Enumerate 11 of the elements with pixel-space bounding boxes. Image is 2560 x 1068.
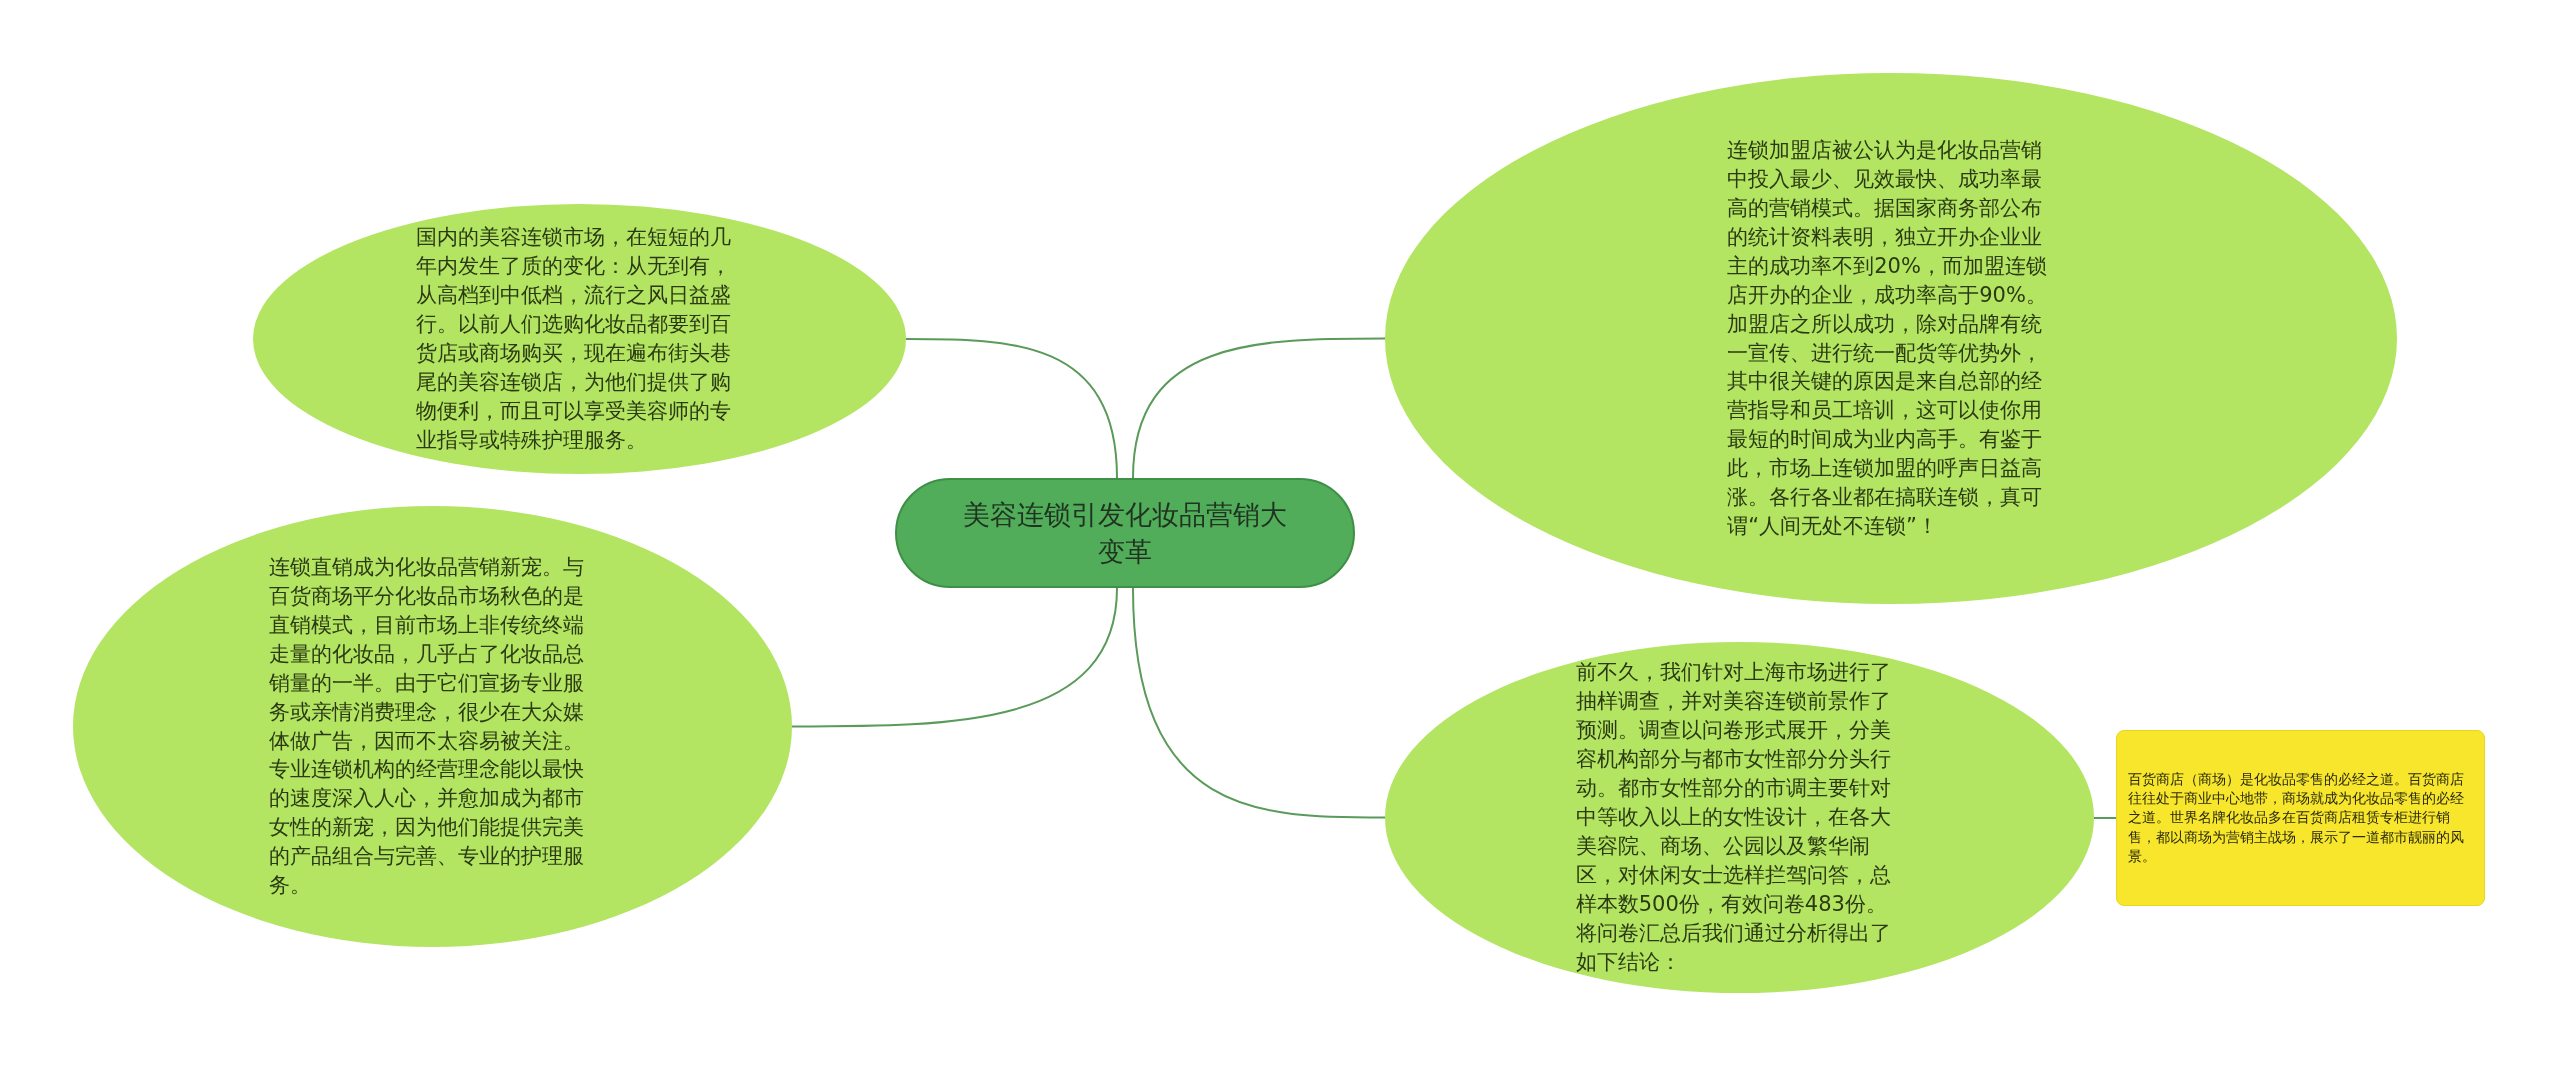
connector-line [791,587,1118,728]
topic-text: 前不久，我们针对上海市场进行了抽样调查，并对美容连锁前景作了预测。调查以问卷形式展开，分美容机构部分与都市女性部分分头行动。都市女性部分的市调主要针对中等收入以上的女性设计，在各大美容院、商场、公园以及繁华闹区，对休闲女士选样拦驾问答，总样本数500份，有效问卷483份。将问卷汇总后我们通过分析得出了如下结论： [1575,659,1892,976]
topic-text: 美容连锁引发化妆品营销大变革 [962,497,1288,569]
note-card [2116,730,2485,906]
connector-line [905,338,1118,479]
connector-line [1132,587,1386,819]
connector-line [1132,337,1386,479]
topic-text: 百货商店（商场）是化妆品零售的必经之道。百货商店往往处于商业中心地带，商场就成为化妆品零售的必经之道。世界名牌化妆品多在百货商店租赁专柜进行销售，都以商场为营销主战场，展示了一道都市靓丽的风景。 [2128,769,2466,866]
topic-text: 连锁加盟店被公认为是化妆品营销中投入最少、见效最快、成功率最高的营销模式。据国家商务部公布的统计资料表明，独立开办企业业主的成功率不到20%，而加盟连锁店开办的企业，成功率高于90%。加盟店之所以成功，除对品牌有统一宣传、进行统一配货等优势外，其中很关键的原因是来自总部的经营指导和员工培训，这可以使你用最短的时间成为业内高手。有鉴于此，市场上连锁加盟的呼声日益高涨。各行各业都在搞联连锁，真可谓“人间无处不连锁”！ [1727,136,2048,541]
topic-text: 国内的美容连锁市场，在短短的几年内发生了质的变化：从无到有，从高档到中低档，流行之风日益盛行。以前人们选购化妆品都要到百货店或商场购买，现在遍布街头巷尾的美容连锁店，为他们提供了购物便利，而且可以享受美容师的专业指导或特殊护理服务。 [415,224,732,454]
topic-text: 连锁直销成为化妆品营销新宠。与百货商场平分化妆品市场秋色的是直销模式，目前市场上非传统终端走量的化妆品，几乎占了化妆品总销量的一半。由于它们宣扬专业服务或亲情消费理念，很少在大众媒体做广告，因而不太容易被关注。专业连锁机构的经营理念能以最快的速度深入人心，并愈加成为都市女性的新宠，因为他们能提供完美的产品组合与完善、专业的护理服务。 [268,553,585,900]
